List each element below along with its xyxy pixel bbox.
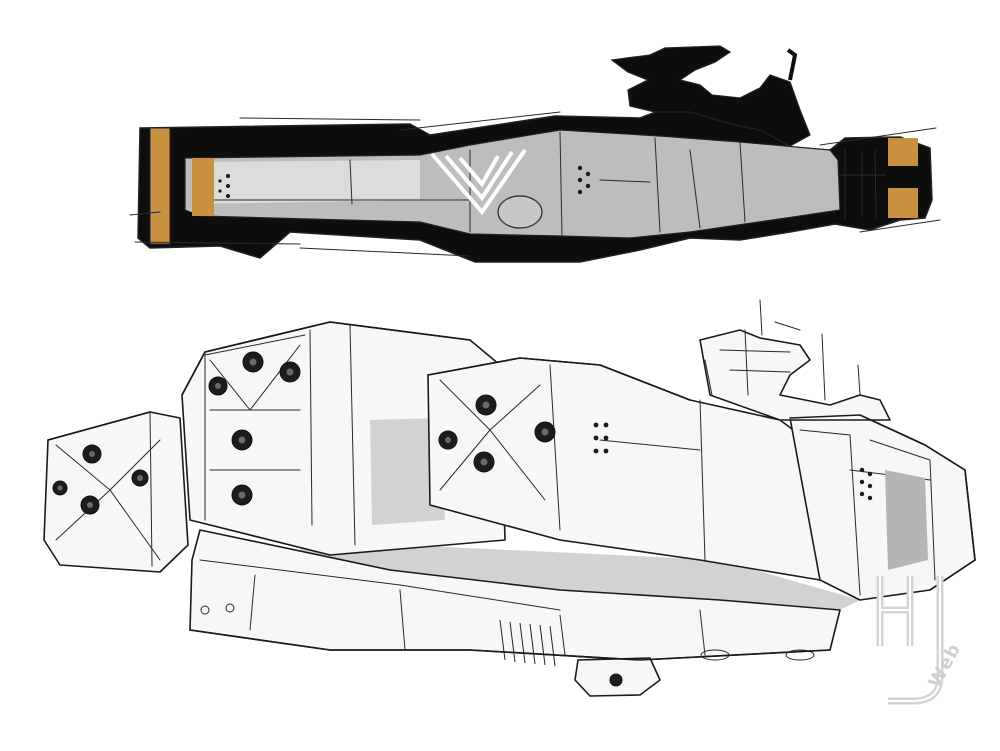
top-chevron-emblem bbox=[430, 148, 527, 216]
side-lower-pod-port bbox=[609, 673, 623, 687]
top-accent-left-inner bbox=[192, 158, 214, 216]
top-vent-dots-left bbox=[218, 174, 230, 198]
top-accent-right-lower bbox=[888, 188, 918, 218]
top-grey-stripe bbox=[200, 160, 420, 204]
side-module-front-ports bbox=[438, 394, 556, 473]
side-module-middle-ports bbox=[208, 351, 301, 506]
side-sketch-outline bbox=[47, 321, 976, 661]
top-vent-dots-right bbox=[577, 165, 591, 195]
side-bow-shade bbox=[885, 470, 928, 570]
top-hatch bbox=[497, 195, 543, 229]
side-module-front-vents bbox=[593, 422, 609, 454]
top-accent-right-upper bbox=[888, 138, 918, 166]
side-module-rear-frame bbox=[55, 411, 161, 567]
top-accent-left-outer bbox=[149, 127, 171, 245]
top-panel-lines bbox=[199, 131, 746, 237]
top-sketch-strokes bbox=[129, 111, 941, 257]
side-keel-panels bbox=[199, 559, 706, 656]
side-module-middle-frame bbox=[204, 324, 356, 546]
side-module-rear-ports bbox=[52, 444, 149, 515]
top-superstructure bbox=[610, 45, 811, 147]
side-keel-rivets bbox=[200, 603, 235, 615]
side-module-front-frame bbox=[439, 364, 706, 561]
side-bridge bbox=[699, 329, 891, 421]
hj-web-logo bbox=[876, 576, 944, 705]
side-keel-fins bbox=[499, 619, 556, 667]
side-bridge-antennas bbox=[704, 299, 861, 401]
side-bow-vents bbox=[859, 467, 873, 501]
side-bridge-detail bbox=[719, 329, 791, 396]
top-grey-panel bbox=[184, 129, 841, 239]
side-module-middle-shade bbox=[370, 418, 445, 525]
top-engine-lines bbox=[837, 149, 887, 219]
top-antenna bbox=[786, 48, 798, 81]
